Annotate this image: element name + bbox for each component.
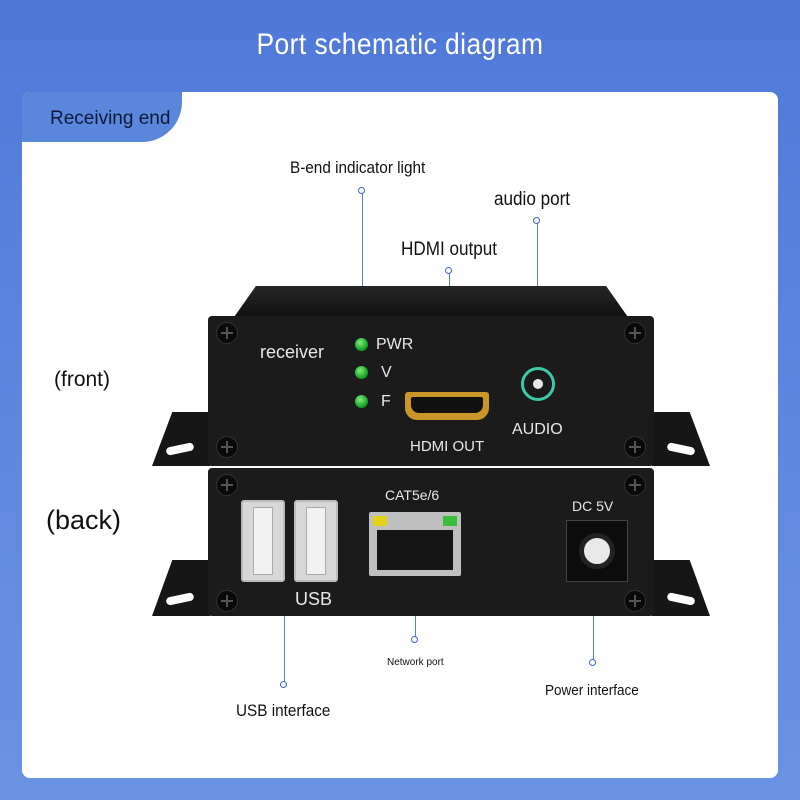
usb-port-icon	[241, 500, 285, 582]
audio-port-callout: audio port	[494, 189, 571, 210]
activity-led-icon	[443, 516, 457, 526]
indicator-light-callout: B-end indicator light	[290, 158, 426, 177]
usb-port-opening	[253, 507, 273, 575]
led-label-f: F	[381, 393, 391, 410]
usb-port-opening	[306, 507, 326, 575]
led-icon	[355, 366, 368, 379]
led-icon	[355, 395, 368, 408]
hdmi-port-opening	[411, 397, 483, 413]
screw-icon	[216, 474, 238, 496]
front-case	[208, 316, 654, 466]
front-case-top	[232, 286, 630, 320]
back-view-label: (back)	[46, 505, 122, 535]
indicator-leader-dot	[358, 187, 365, 194]
audio-leader-dot	[533, 217, 540, 224]
rj45-port-opening	[377, 530, 453, 570]
rj45-port-icon	[369, 512, 461, 576]
power-leader-dot	[589, 659, 596, 666]
device-name: receiver	[260, 342, 325, 362]
audio-label: AUDIO	[512, 421, 563, 438]
hdmi-output-callout: HDMI output	[401, 239, 497, 260]
link-led-icon	[373, 516, 387, 526]
usb-port-icon	[294, 500, 338, 582]
network-port-callout: Network port	[387, 657, 444, 668]
led-icon	[355, 338, 368, 351]
screw-icon	[216, 590, 238, 612]
front-view-label: (front)	[54, 368, 111, 391]
hdmi-leader-dot	[445, 267, 452, 274]
audio-jack-icon	[521, 367, 555, 401]
screw-icon	[624, 436, 646, 458]
power-interface-callout: Power interface	[545, 682, 639, 699]
usb-leader-dot	[280, 681, 287, 688]
usb-leader-line	[284, 615, 285, 685]
dc-label: DC 5V	[572, 498, 614, 514]
hdmi-out-label: HDMI OUT	[410, 438, 485, 455]
screw-icon	[624, 322, 646, 344]
network-leader-dot	[411, 636, 418, 643]
dc-jack-icon	[566, 520, 628, 582]
screw-icon	[216, 436, 238, 458]
led-label-pwr: PWR	[376, 336, 414, 353]
page-title: Port schematic diagram	[256, 28, 544, 61]
usb-label: USB	[295, 589, 333, 609]
led-label-v: V	[381, 364, 392, 381]
screw-icon	[216, 322, 238, 344]
hdmi-port-icon	[405, 392, 489, 420]
screw-icon	[624, 590, 646, 612]
cat-label: CAT5e/6	[385, 487, 440, 503]
screw-icon	[624, 474, 646, 496]
power-leader-line	[593, 575, 594, 662]
receiving-end-tab[interactable]: Receiving end	[22, 92, 182, 142]
dc-jack-opening	[579, 533, 615, 569]
usb-interface-callout: USB interface	[236, 701, 331, 720]
audio-jack-opening	[533, 379, 543, 389]
indicator-leader-line	[362, 192, 363, 342]
